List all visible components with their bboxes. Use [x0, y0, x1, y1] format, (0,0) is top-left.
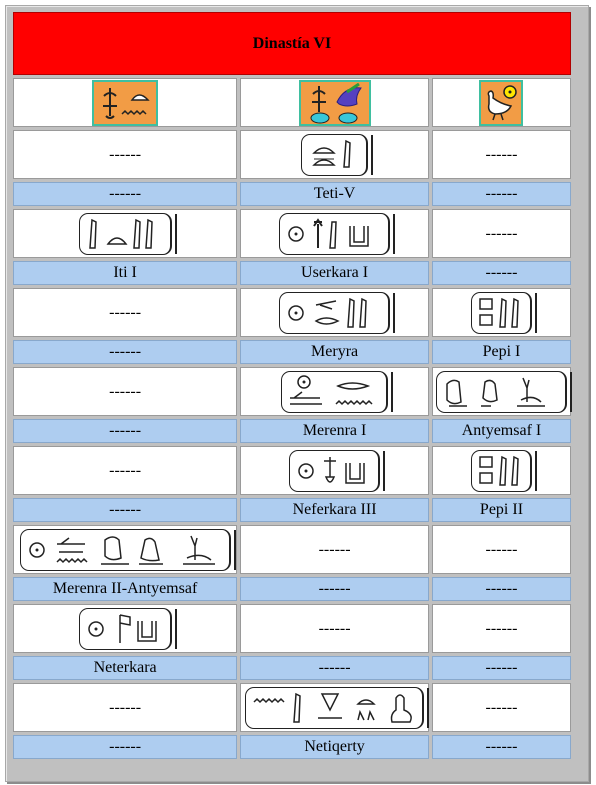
placeholder-cell: ------ — [13, 288, 238, 337]
label-row: Iti I Userkara I ------ — [13, 261, 571, 285]
name-label: Pepi I — [431, 340, 571, 364]
placeholder-cell: ------ — [431, 130, 571, 179]
pepi-cartouche-icon — [470, 449, 537, 492]
antyemsaf-cartouche-icon — [435, 370, 572, 413]
merenra-cartouche-icon — [281, 370, 394, 413]
placeholder-cell: ------ — [431, 209, 571, 258]
userkara-cartouche-icon — [279, 212, 396, 255]
name-label: Neterkara — [13, 656, 238, 680]
placeholder-cell: ------ — [13, 446, 238, 495]
name-label: Merenra II-Antyemsaf — [13, 577, 238, 601]
name-label: Neferkara III — [240, 498, 429, 522]
cartouche-row: ------ ------ — [13, 525, 571, 574]
placeholder-cell: ------ — [431, 604, 571, 653]
name-label: Meryra — [240, 340, 429, 364]
label-row: ------ Merenra I Antyemsaf I — [13, 419, 571, 443]
name-label: ------ — [431, 261, 571, 285]
name-label: ------ — [240, 656, 429, 680]
label-row: Neterkara ------ ------ — [13, 656, 571, 680]
iti-cartouche-icon — [78, 212, 177, 255]
name-label: ------ — [431, 577, 571, 601]
nebty-vulture-cobra-glyph-icon — [298, 79, 371, 126]
label-row: ------ Meryra Pepi I — [13, 340, 571, 364]
name-label: ------ — [431, 735, 571, 759]
cartouche-row: ------ ------ — [13, 683, 571, 732]
cartouche-row: ------ ------ — [13, 130, 571, 179]
placeholder-cell: ------ — [431, 525, 571, 574]
merenra-antyemsaf-cartouche-icon — [19, 528, 236, 571]
name-label: Iti I — [13, 261, 238, 285]
name-label: ------ — [431, 656, 571, 680]
placeholder-cell: ------ — [431, 683, 571, 732]
label-row: ------ Netiqerty ------ — [13, 735, 571, 759]
placeholder-cell: ------ — [13, 683, 238, 732]
name-label: ------ — [13, 419, 238, 443]
pepi-cartouche-icon — [470, 291, 537, 334]
cartouche-row: ------ — [13, 446, 571, 495]
name-label: ------ — [13, 735, 238, 759]
name-label: Teti-V — [240, 182, 429, 206]
netiqerty-cartouche-icon — [245, 686, 430, 729]
name-label: Netiqerty — [240, 735, 429, 759]
name-label: ------ — [431, 182, 571, 206]
label-row: ------ Teti-V ------ — [13, 182, 571, 206]
placeholder-cell: ------ — [13, 367, 238, 416]
name-label: Antyemsaf I — [431, 419, 571, 443]
table-title: Dinastía VI — [13, 12, 571, 75]
teti-cartouche-icon — [301, 133, 374, 176]
name-label: Userkara I — [240, 261, 429, 285]
title-glyph-row — [13, 78, 571, 127]
name-label: ------ — [13, 498, 238, 522]
neterkara-cartouche-icon — [78, 607, 177, 650]
placeholder-cell: ------ — [13, 130, 238, 179]
cartouche-row: ------ — [13, 288, 571, 337]
cartouche-row: ------ — [13, 367, 572, 416]
name-label: Merenra I — [240, 419, 429, 443]
label-row: ------ Neferkara III Pepi II — [13, 498, 571, 522]
cartouche-row: ------ ------ — [13, 604, 571, 653]
neferkara-cartouche-icon — [289, 449, 386, 492]
placeholder-cell: ------ — [240, 604, 429, 653]
dynasty-table: Dinastía VI — [10, 9, 574, 762]
name-label: Pepi II — [431, 498, 571, 522]
sa-ra-goose-sun-glyph-icon — [479, 79, 524, 126]
cartouche-row: ------ — [13, 209, 571, 258]
horus-falcon-glyph-icon — [92, 79, 159, 126]
name-label: ------ — [13, 182, 238, 206]
name-label: ------ — [13, 340, 238, 364]
placeholder-cell: ------ — [240, 525, 429, 574]
meryra-cartouche-icon — [279, 291, 396, 334]
name-label: ------ — [240, 577, 429, 601]
label-row: Merenra II-Antyemsaf ------ ------ — [13, 577, 571, 601]
